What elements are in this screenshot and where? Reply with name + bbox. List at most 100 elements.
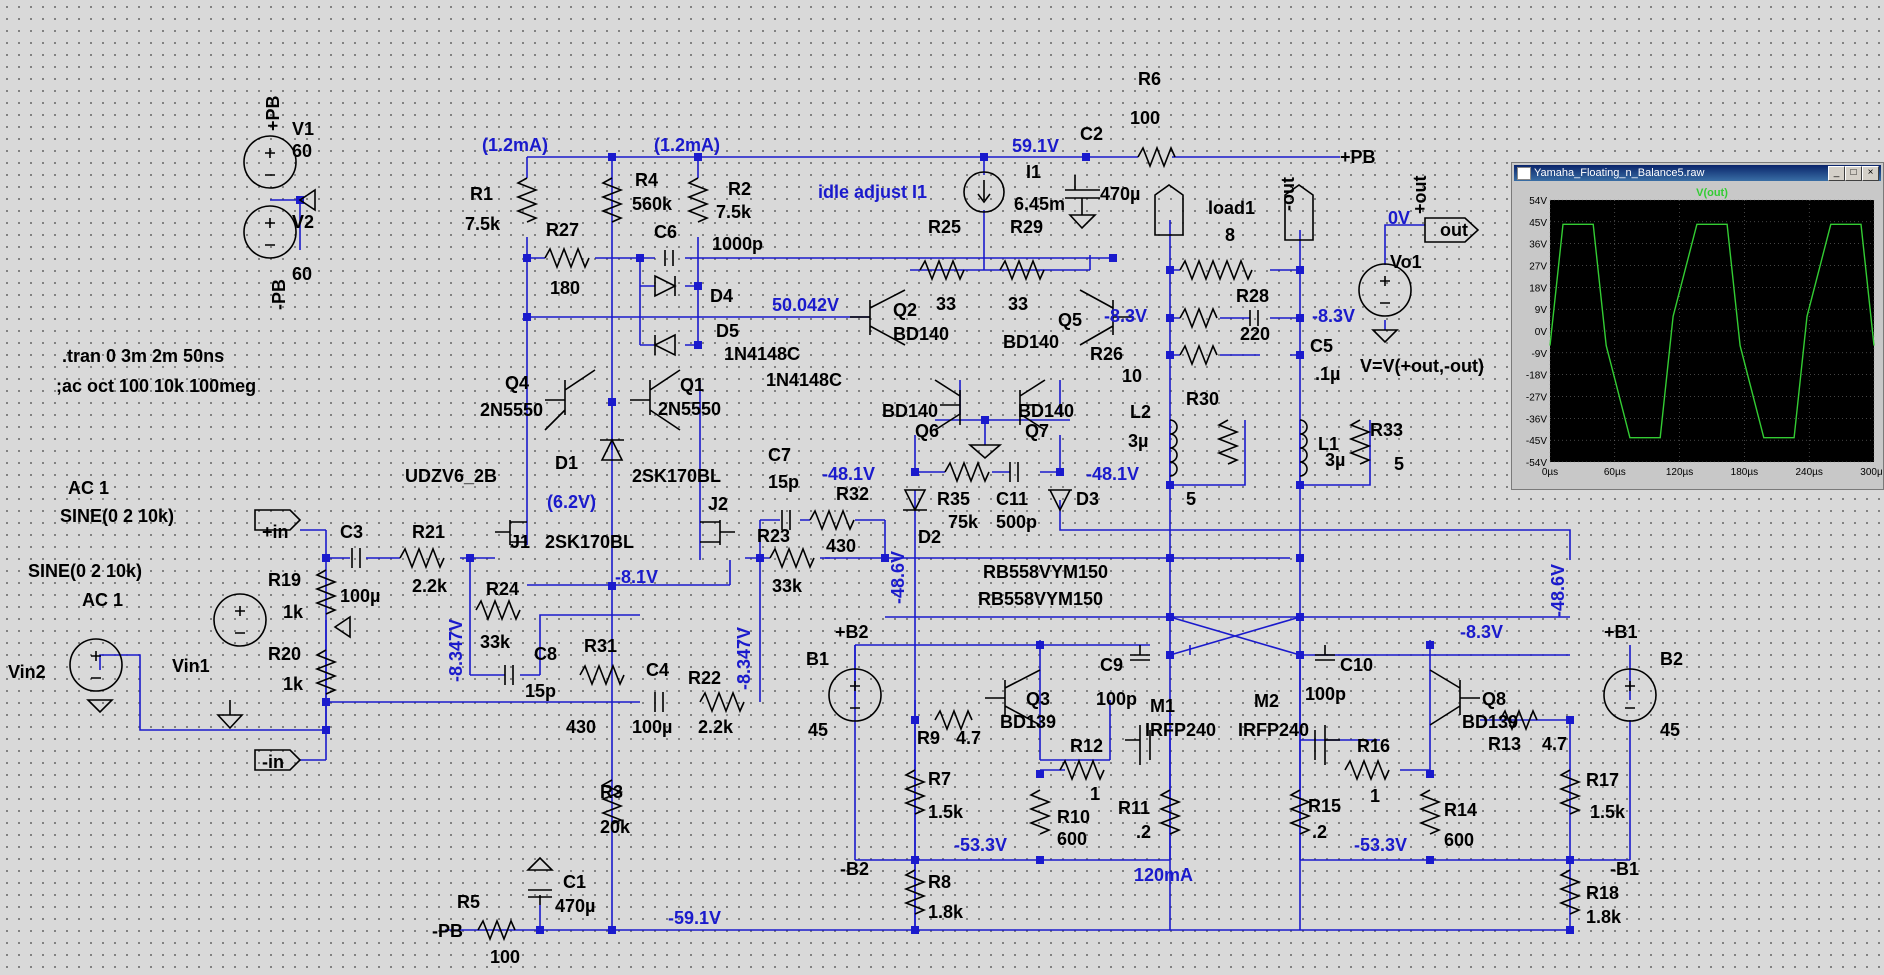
waveform-plot[interactable]: 54V45V36V27V18V9V0V-9V-18V-27V-36V-45V-5… [1514,182,1882,488]
y-tick-label: -18V [1526,371,1547,382]
label-r14: R14 [1444,800,1477,820]
label-b2-minus: -B1 [1610,859,1639,879]
ground-vin1 [216,700,244,730]
j1-symbol [495,520,527,545]
resistor-r15-symbol [1288,789,1312,835]
resistor-r3-symbol [600,779,624,825]
label-vin1-sine: SINE(0 2 10k) [60,506,174,526]
label-c11-value: 500p [996,512,1037,532]
port-minus-in-label: -in [262,752,284,772]
node-v-src2: -53.3V [1354,835,1407,855]
node-vo1-volt: 0V [1388,208,1410,228]
diode-d4-symbol [654,274,677,298]
label-d3: D3 [1076,489,1099,509]
label-l1: L1 [1318,434,1339,454]
label-out-flag: out [1440,220,1468,240]
label-plus-out: +out [1410,175,1430,214]
j2-symbol [700,520,735,545]
trace-vout [1549,223,1875,439]
capacitor-c1-symbol [528,889,552,905]
resistor-r19-symbol [314,569,338,615]
node-v-d1: (6.2V) [547,492,596,512]
label-j1: J1 [510,532,530,552]
label-r19-value: 1k [283,602,304,622]
ground-supplies [298,188,316,212]
waveform-window[interactable]: Yamaha_Floating_n_Balance5.raw _ □ × 54V… [1511,162,1884,490]
label-q8: Q8 [1482,689,1506,709]
sources [69,135,1657,722]
label-r9-value: 4.7 [956,728,981,748]
label-r21: R21 [412,522,445,542]
label-r25-value: 33 [936,294,956,314]
label-c1: C1 [563,872,586,892]
capacitor-symbols [351,175,1335,905]
capacitor-c6-symbol [664,250,674,266]
label-r23: R23 [757,526,790,546]
label-r16: R16 [1357,736,1390,756]
label-vin1: Vin1 [172,656,210,676]
resistor-r12-symbol [1059,758,1105,782]
node-v-in-r: -8.347V [734,627,754,690]
trace-legend-label: V(out) [1696,187,1728,199]
y-tick-label: 27V [1529,262,1547,273]
label-i1: I1 [1026,162,1041,182]
label-pb-minus-bottom: -PB [432,921,463,941]
resistor-r35-symbol [944,460,990,484]
node-v-src1: -53.3V [954,835,1007,855]
label-c9-value: 100p [1096,689,1137,709]
directive-ac: ;ac oct 100 10k 100meg [56,376,256,396]
label-l2-value: 3µ [1128,431,1148,451]
label-q6-model: BD140 [882,401,938,421]
y-tick-label: 0V [1535,327,1548,338]
label-r28-value: 220 [1240,324,1270,344]
capacitor-c4-symbol [654,692,664,712]
node-i-r1: (1.2mA) [482,135,548,155]
port-minus-out [1154,184,1184,236]
label-vo1-expr: V=V(+out,-out) [1360,356,1484,376]
resistor-r21-symbol [399,546,445,570]
label-r25: R25 [928,217,961,237]
label-q5: Q5 [1058,310,1082,330]
label-b2-value: 45 [1660,720,1680,740]
y-tick-label: 18V [1529,283,1547,294]
y-tick-label: 9V [1535,305,1548,316]
resistor-symbols [314,145,1582,942]
q2-symbol [850,289,906,346]
v1-source-symbol [243,135,297,189]
resistor-r5-symbol [477,918,516,942]
resistor-r16-symbol [1344,758,1390,782]
label-r30: R30 [1186,389,1219,409]
label-r17: R17 [1586,770,1619,790]
ground-vin2 [86,699,114,714]
maximize-button[interactable]: □ [1845,166,1862,181]
capacitor-c10-symbol [1315,645,1335,661]
close-button[interactable]: × [1862,166,1879,181]
label-v2: V2 [292,212,314,232]
label-q2-model: BD140 [893,324,949,344]
label-r11: R11 [1118,798,1150,818]
waveform-window-titlebar[interactable]: Yamaha_Floating_n_Balance5.raw _ □ × [1514,165,1881,181]
node-v-bot: -59.1V [668,908,721,928]
node-i-m1: 120mA [1134,865,1193,885]
m1-symbol [1125,725,1151,765]
label-c11: C11 [996,489,1028,509]
diode-symbols [600,274,1072,512]
label-r33-value: 5 [1394,454,1404,474]
resistor-r20-symbol [314,649,338,695]
label-r32: R32 [836,484,869,504]
q1-symbol [630,369,681,431]
label-d4-model: 1N4148C [724,344,800,364]
port-flags [254,184,1480,771]
q4-symbol [544,369,596,431]
resistor-r32-symbol [809,508,855,532]
label-vo1: Vo1 [1390,252,1422,272]
label-r11-value: .2 [1136,822,1151,842]
label-minus-out: -out [1278,177,1298,211]
label-d5-model: 1N4148C [766,370,842,390]
minimize-button[interactable]: _ [1828,166,1845,181]
m2-symbol [1314,725,1340,765]
directive-tran: .tran 0 3m 2m 50ns [62,346,224,366]
y-tick-label: 45V [1529,218,1547,229]
label-d2-model: RB558VYM150 [983,562,1108,582]
